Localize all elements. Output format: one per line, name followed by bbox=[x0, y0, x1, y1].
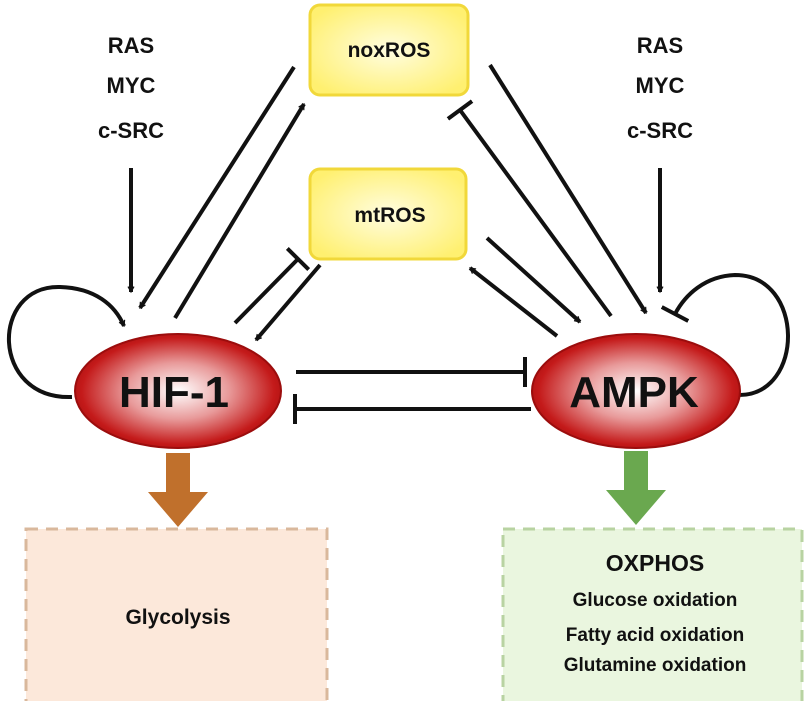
hif1-node: HIF-1 bbox=[74, 333, 282, 449]
noxros-to-hif1-arrow bbox=[138, 65, 296, 310]
noxros-label: noxROS bbox=[348, 39, 431, 62]
edges bbox=[6, 63, 790, 424]
glycolysis-box bbox=[24, 527, 329, 701]
oxphos-label: OXPHOS bbox=[606, 550, 704, 576]
hif1-to-noxros-arrow bbox=[173, 102, 306, 320]
ampk-to-mtros-arrow bbox=[468, 266, 559, 338]
ampk-node: AMPK bbox=[531, 333, 741, 449]
mtros-to-ampk-arrow bbox=[485, 236, 582, 324]
ampk-label: AMPK bbox=[569, 368, 699, 417]
glycolysis-label: Glycolysis bbox=[125, 606, 230, 629]
upstream-left-csrc: c-SRC bbox=[98, 118, 164, 143]
glycolysis-output-arrow bbox=[148, 453, 208, 527]
fatty-acid-oxidation-label: Fatty acid oxidation bbox=[566, 625, 744, 646]
mtros-to-hif1-arrow bbox=[254, 263, 322, 342]
upstream-left-myc: MYC bbox=[107, 73, 156, 98]
ampk-self-inhibit-arrow bbox=[660, 272, 790, 397]
glutamine-oxidation-label: Glutamine oxidation bbox=[564, 655, 747, 676]
noxros-to-ampk-arrow bbox=[488, 63, 648, 315]
upstream-right-csrc: c-SRC bbox=[627, 118, 693, 143]
hif1-inhibits-mtros-arrow bbox=[233, 247, 311, 325]
glucose-oxidation-label: Glucose oxidation bbox=[573, 590, 738, 611]
mtros-label: mtROS bbox=[354, 204, 425, 227]
upstream-left-ras: RAS bbox=[108, 33, 154, 58]
oxphos-output-arrow bbox=[606, 451, 666, 525]
hif1-label: HIF-1 bbox=[119, 368, 229, 417]
hif1-self-loop-arrow bbox=[6, 284, 126, 400]
upstream-right-myc: MYC bbox=[636, 73, 685, 98]
mtros-node: mtROS bbox=[308, 167, 468, 261]
oxphos-box bbox=[501, 527, 804, 701]
noxros-node: noxROS bbox=[308, 3, 470, 97]
upstream-right-ras: RAS bbox=[637, 33, 683, 58]
ampk-inhibits-noxros-arrow bbox=[446, 99, 613, 318]
